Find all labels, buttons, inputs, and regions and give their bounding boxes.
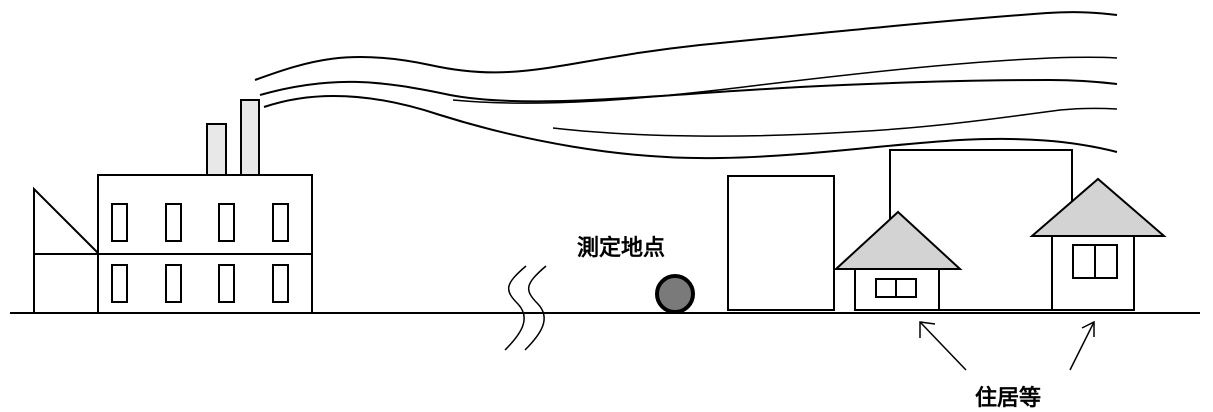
house-roof	[1029, 177, 1167, 237]
residence-arrows	[919, 320, 1095, 371]
smoke-line	[552, 107, 1118, 137]
factory-window	[111, 203, 128, 242]
factory	[33, 99, 313, 314]
arrowhead	[1081, 320, 1095, 337]
factory-window	[165, 264, 182, 303]
arrowhead	[919, 321, 936, 338]
factory-window	[272, 203, 289, 242]
arrow-to-house-1	[919, 321, 967, 371]
factory-annex	[33, 186, 99, 313]
smoke-plume	[254, 11, 1118, 160]
house-2	[1029, 177, 1167, 311]
smoke-line	[452, 56, 1118, 104]
smoke-line	[259, 78, 1118, 103]
factory-window	[218, 203, 235, 242]
chimney-left	[206, 123, 227, 176]
break-line	[504, 265, 527, 351]
break-symbol	[504, 265, 547, 351]
tall-building	[727, 175, 835, 311]
measurement-point-marker	[655, 274, 695, 314]
smoke-line	[254, 11, 1118, 81]
residences-label: 住居等	[975, 386, 1042, 411]
break-line	[524, 265, 547, 351]
factory-window	[272, 264, 289, 303]
factory-window	[218, 264, 235, 303]
factory-window	[111, 264, 128, 303]
house-roof	[833, 210, 963, 270]
factory-window	[165, 203, 182, 242]
factory-building	[97, 174, 313, 314]
smoke-line	[263, 94, 1118, 160]
chimney-right	[240, 99, 260, 176]
measurement-point-label: 測定地点	[577, 236, 666, 261]
arrow-to-house-2	[1069, 321, 1095, 371]
house-1	[833, 210, 1052, 311]
